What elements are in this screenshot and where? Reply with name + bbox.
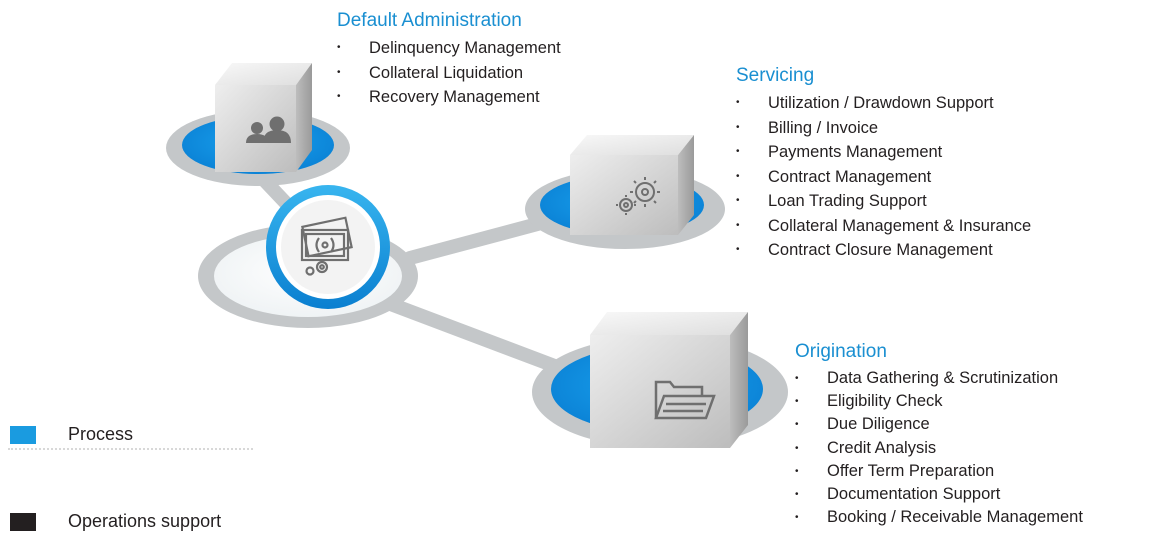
list-item: Due Diligence [795,413,1083,436]
origination-title: Origination [795,341,887,362]
list-item: Offer Term Preparation [795,460,1083,483]
legend-process-swatch [10,425,36,444]
servicing-cube [570,135,694,235]
origination-cube [590,312,748,448]
servicing-section: Servicing Utilization / Drawdown Support… [736,65,1031,263]
default-administration-list: Delinquency Management Collateral Liquid… [337,36,561,110]
list-item: Payments Management [736,140,1031,165]
list-item: Booking / Receivable Management [795,506,1083,529]
list-item: Recovery Management [337,85,561,110]
legend-process: Process [10,424,133,445]
list-item: Utilization / Drawdown Support [736,91,1031,116]
folder-icon [654,380,716,420]
default-administration-cube [215,63,312,172]
list-item: Loan Trading Support [736,189,1031,214]
gears-icon [616,177,660,215]
default-administration-section: Default Administration Delinquency Manag… [337,10,561,110]
servicing-title: Servicing [736,65,815,86]
hub-node [266,185,390,309]
list-item: Collateral Liquidation [337,61,561,86]
users-icon [246,116,291,143]
origination-section: Origination Data Gathering & Scrutinizat… [795,341,1083,530]
legend-operations-label: Operations support [68,511,222,531]
default-administration-title: Default Administration [337,10,522,31]
legend-divider [8,448,253,450]
list-item: Contract Management [736,165,1031,190]
connector-origination [373,293,567,375]
legend-operations: Operations support [10,511,221,532]
servicing-list: Utilization / Drawdown Support Billing /… [736,91,1031,263]
list-item: Contract Closure Management [736,238,1031,263]
list-item: Data Gathering & Scrutinization [795,367,1083,390]
legend-process-label: Process [68,424,134,444]
legend-operations-swatch [10,512,36,531]
list-item: Documentation Support [795,483,1083,506]
money-icon [300,216,353,276]
list-item: Eligibility Check [795,390,1083,413]
list-item: Delinquency Management [337,36,561,61]
list-item: Collateral Management & Insurance [736,214,1031,239]
origination-list: Data Gathering & Scrutinization Eligibil… [795,367,1083,530]
list-item: Credit Analysis [795,437,1083,460]
connector-servicing [403,215,552,265]
list-item: Billing / Invoice [736,116,1031,141]
